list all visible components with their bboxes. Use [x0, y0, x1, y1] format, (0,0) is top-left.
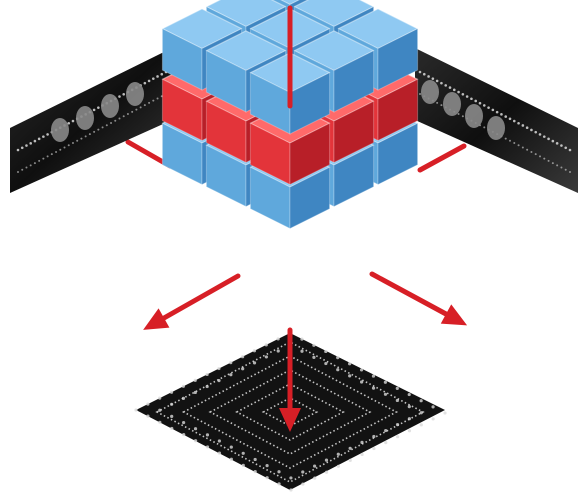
layered-cube: [161, 0, 419, 230]
back-right-arrow: [417, 143, 467, 173]
front-left-arrow: [143, 273, 241, 330]
left-side-scan-slice: [10, 48, 172, 193]
top-layer-cubelet-0-0: [249, 52, 331, 135]
right-side-scan-slice: [415, 48, 578, 193]
front-right-arrow: [369, 271, 468, 326]
bottom-arrow-down: [279, 327, 301, 432]
